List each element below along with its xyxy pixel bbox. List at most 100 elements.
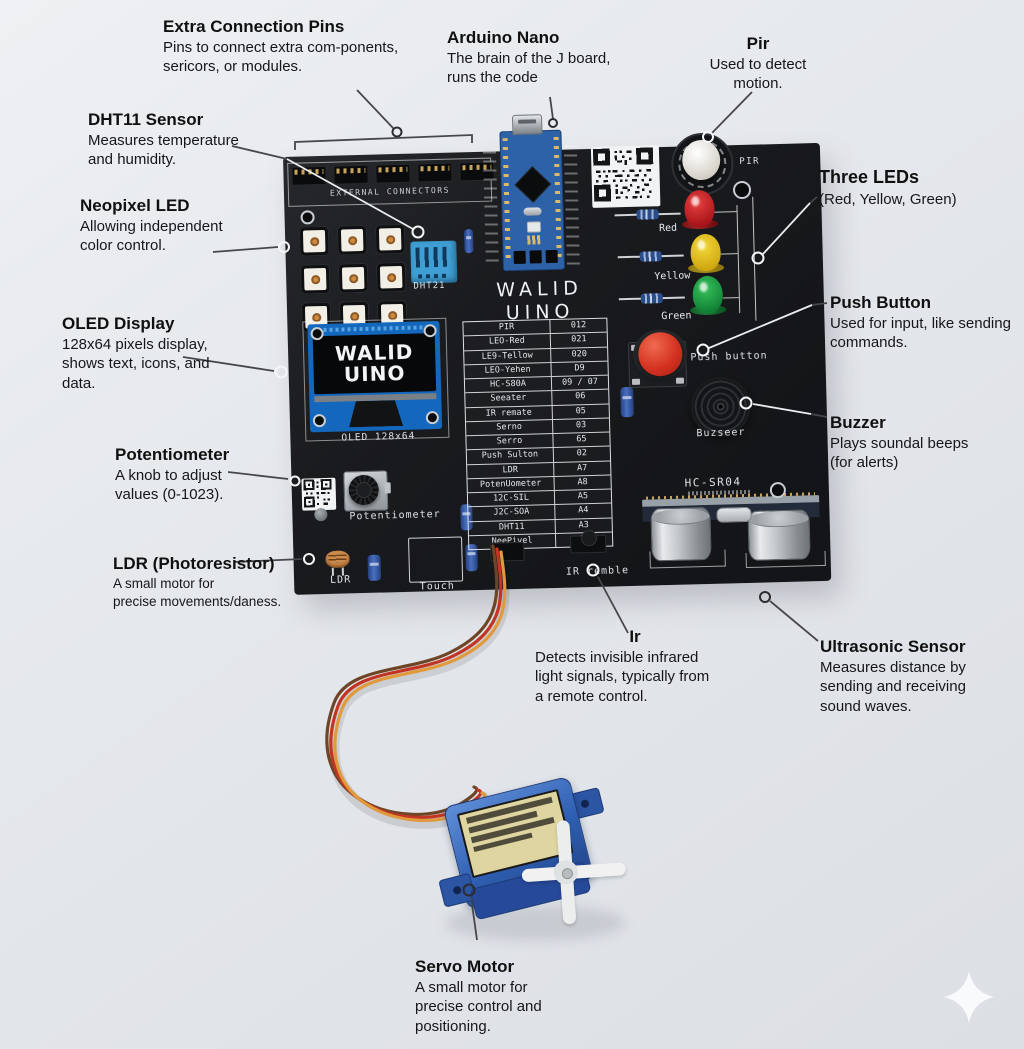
nano-mcu-chip: [514, 166, 552, 203]
annotation-description: Used for input, like sending commands.: [830, 315, 1011, 352]
oled-hole: [425, 411, 440, 425]
pin-value: 65: [576, 434, 587, 445]
hcsr04-silkscreen: HC-SR04: [684, 475, 742, 490]
pin-value: A8: [577, 476, 588, 488]
silkscreen-trace: [720, 253, 738, 255]
annotation-title: Ultrasonic Sensor: [820, 637, 966, 656]
neopixel-grid: [298, 223, 408, 333]
potentiometer-silkscreen: Potentiometer: [349, 508, 441, 523]
annotation-description: Pins to connect extra com-ponents, seric…: [163, 39, 399, 76]
pin-value: A5: [577, 491, 589, 502]
pin-name: Seeater: [465, 391, 553, 407]
buzzer-silkscreen: Buzseer: [696, 426, 746, 440]
oled-flex-connector: [348, 400, 403, 427]
neopixel-led-module: [299, 263, 331, 295]
pin-value: A4: [578, 505, 589, 516]
led-label-yellow: Yellow: [654, 270, 691, 283]
board-dot: [314, 507, 328, 522]
pin-name: Serro: [466, 434, 554, 450]
led-highlight: [691, 196, 700, 207]
pin-name: Push Sulton: [466, 448, 555, 464]
resistor-green: [619, 293, 685, 305]
neopixel-led-module: [374, 223, 406, 255]
nano-crystal: [523, 207, 542, 216]
capacitor: [463, 229, 474, 254]
oled-screen-line2: UINO: [343, 360, 406, 387]
led-label-green: Green: [661, 310, 692, 323]
annotation-potentiometer: Potentiometer A knob to adjust values (0-…: [115, 444, 280, 505]
ldr-silkscreen: LDR: [329, 574, 352, 586]
neopixel-led-module: [375, 261, 407, 293]
annotation-title: Push Button: [830, 293, 932, 312]
led-red: [684, 189, 715, 228]
silkscreen-trace: [752, 196, 757, 321]
pin-name: LE9-Tellow: [464, 348, 552, 365]
annotation-title: DHT11 Sensor: [88, 110, 204, 129]
led-green: [692, 275, 724, 314]
pin-value: 021: [571, 334, 587, 345]
annotation-title: Three LEDs: [819, 167, 920, 187]
board-title: WALID UINO: [489, 277, 590, 325]
neopixel-led-module: [337, 262, 369, 294]
ir-remote-silkscreen: IR remble: [565, 565, 630, 578]
mounting-hole: [732, 180, 752, 200]
oled-module: WALID UINO: [307, 320, 443, 433]
ultrasonic-oscillator: [716, 506, 752, 523]
capacitor: [620, 386, 634, 418]
annotation-description: Measures temperature and humidity.: [88, 132, 239, 169]
led-label-red: Red: [658, 222, 678, 235]
oled-hole: [423, 324, 437, 338]
potentiometer-leg: [384, 482, 391, 494]
pin-value: 06: [575, 391, 586, 402]
connector-header: [417, 162, 453, 183]
pin-name: IR remate: [465, 405, 553, 422]
arduino-nano-module: [499, 129, 566, 272]
pin-name: Serno: [466, 419, 554, 436]
touch-pad-outline: [408, 536, 464, 583]
annotation-three-leds: Three LEDs(Red, Yellow, Green): [819, 166, 1021, 209]
annotation-title: Potentiometer: [115, 445, 230, 464]
servo-cable-connector: [490, 541, 525, 562]
pin-value: D9: [574, 362, 585, 374]
pin-value: 03: [575, 419, 587, 431]
pin-name: J2C-SOA: [468, 505, 556, 521]
annotation-title: Extra Connection Pins: [163, 17, 345, 36]
annotation-title: Buzzer: [830, 413, 886, 432]
dht-sensor: [410, 240, 458, 284]
annotation-description: The brain of the J board, runs the code: [447, 50, 611, 87]
nano-bottom-headers: [513, 249, 558, 264]
connector-header: [333, 164, 369, 185]
neopixel-led-module: [336, 224, 368, 256]
annotation-title: Pir: [746, 34, 770, 53]
leader-arduino-nano: [548, 96, 558, 128]
leader-ultrasonic: [759, 591, 819, 642]
led-yellow: [690, 233, 722, 272]
oled-caption-silkscreen: OLED 128x64: [341, 430, 416, 444]
annotation-title: OLED Display: [62, 314, 175, 333]
pir-silkscreen: PIR: [739, 156, 761, 168]
connector-header: [375, 163, 411, 184]
pin-value: 09 / 07: [561, 376, 599, 388]
oled-screen: WALID UINO: [312, 333, 437, 395]
led-highlight: [699, 281, 708, 293]
connector-header: [291, 165, 327, 186]
pin-name: LDR: [467, 462, 555, 479]
silkscreen-microtext-right: [563, 145, 580, 266]
annotation-description: Detects invisible infrared light signals…: [535, 649, 710, 705]
qr-code-large: [590, 145, 661, 208]
ir-receiver-component: [570, 534, 607, 554]
pin-name: LEO-Yehen: [464, 362, 552, 379]
annotation-title: Neopixel LED: [80, 196, 190, 215]
annotation-description: A knob to adjust values (0-1023).: [115, 467, 224, 504]
annotation-title: Servo Motor: [415, 957, 515, 976]
